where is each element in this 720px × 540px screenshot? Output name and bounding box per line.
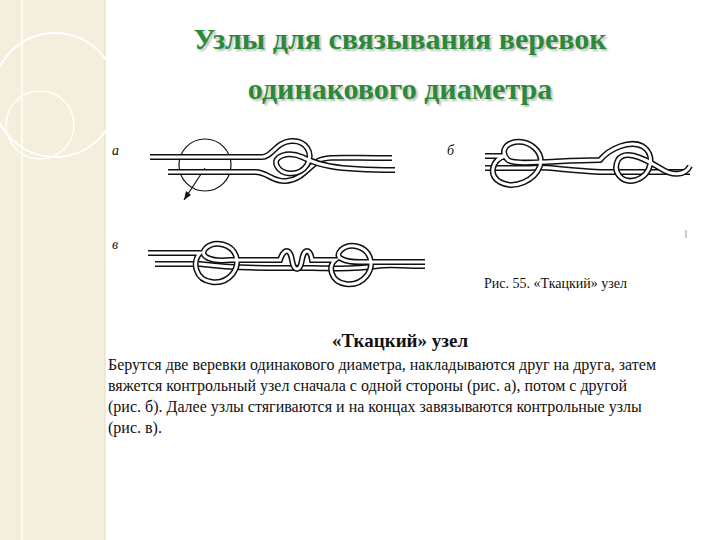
body-text: Берутся две веревки одинакового диаметра… bbox=[108, 354, 656, 438]
figure-caption: Рис. 55. «Ткацкий» узел bbox=[484, 276, 627, 292]
figure-letter: б bbox=[447, 143, 454, 159]
figure-letter: в bbox=[112, 237, 118, 253]
figure-letter: а bbox=[112, 143, 119, 159]
slide-title: Узлы для связывания веревок одинакового … bbox=[130, 14, 670, 114]
section-heading: «Ткацкий» узел bbox=[108, 330, 692, 352]
